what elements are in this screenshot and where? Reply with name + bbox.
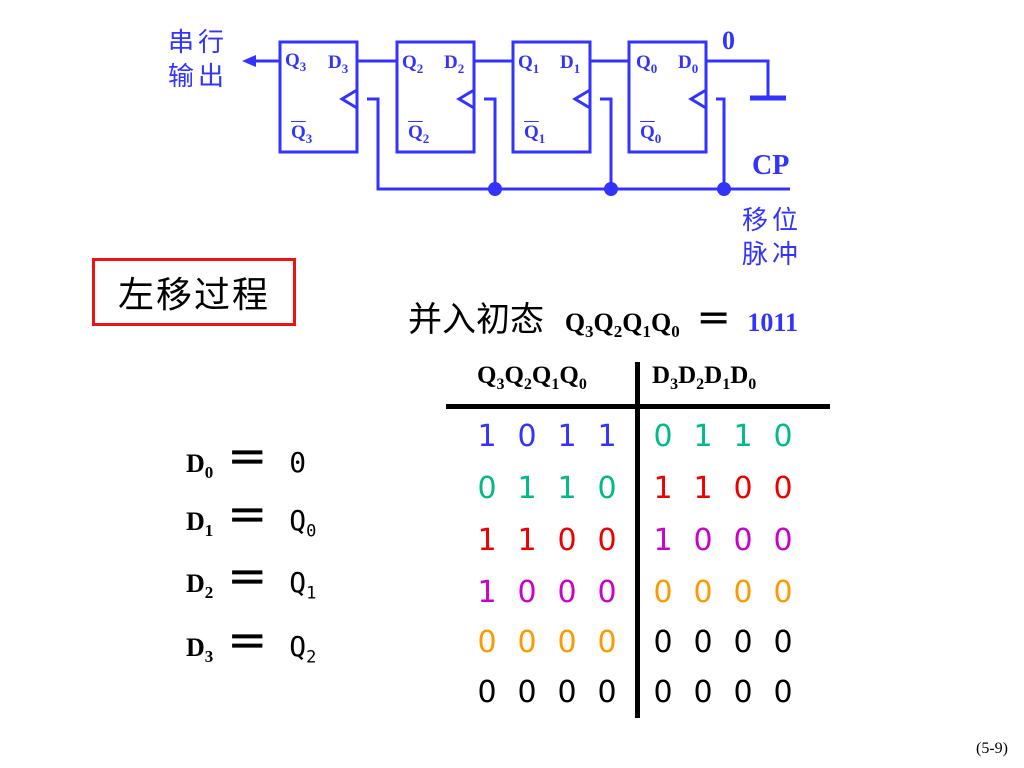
- pin-q2-bar: Q2: [408, 122, 430, 146]
- table-cell-d: 0: [773, 675, 793, 710]
- serial-output-arrow: [242, 55, 256, 67]
- table-cell-q: 0: [517, 675, 537, 710]
- pin-q3: Q3: [285, 50, 307, 74]
- table-cell-d: 0: [693, 625, 713, 660]
- table-cell-q: 1: [477, 523, 497, 558]
- heading-equals: ＝: [696, 302, 731, 339]
- table-cell-d: 0: [773, 625, 793, 660]
- table-cell-q: 0: [517, 575, 537, 610]
- table-cell-d: 0: [733, 575, 753, 610]
- zero-input-label: 0: [722, 26, 735, 55]
- table-cell-q: 1: [557, 471, 577, 506]
- pin-d2: D2: [444, 52, 465, 76]
- table-cell-d: 1: [693, 419, 713, 454]
- table-cell-q: 0: [597, 471, 617, 506]
- equation-d3: D3＝Q2: [186, 620, 317, 668]
- table-cell-q: 0: [477, 471, 497, 506]
- page-number: (5-9): [976, 740, 1008, 757]
- pin-q3-bar: Q3: [291, 122, 313, 146]
- junction-dot: [604, 182, 618, 196]
- equation-d2: D2＝Q1: [186, 556, 317, 604]
- table-cell-q: 0: [557, 625, 577, 660]
- table-cell-q: 0: [477, 675, 497, 710]
- flip-flop-2: [395, 40, 476, 154]
- shift-pulse-label: 移位 脉冲: [742, 206, 803, 270]
- table-cell-d: 0: [653, 419, 673, 454]
- table-cell-d: 0: [773, 471, 793, 506]
- table-cell-d: 0: [733, 471, 753, 506]
- table-cell-q: 1: [597, 419, 617, 454]
- table-header-d: D3D2D1D0: [652, 362, 757, 393]
- initial-state-heading: 并入初态 Q3Q2Q1Q0 ＝ 1011: [408, 292, 798, 342]
- table-cell-d: 0: [653, 625, 673, 660]
- wire-d0-zero: [706, 59, 770, 97]
- clock-input-3: [339, 88, 358, 110]
- pin-q1-bar: Q1: [524, 122, 546, 146]
- table-cell-q: 1: [517, 471, 537, 506]
- heading-expression: Q3Q2Q1Q0: [564, 308, 680, 342]
- table-cell-d: 0: [653, 675, 673, 710]
- clock-wire-2: [484, 97, 497, 189]
- pin-d3: D3: [328, 52, 349, 76]
- clock-label: CP: [752, 150, 790, 181]
- table-header-q: Q3Q2Q1Q0: [477, 362, 587, 393]
- table-cell-d: 1: [653, 523, 673, 558]
- table-cell-d: 0: [693, 575, 713, 610]
- clock-bus: [367, 97, 724, 191]
- serial-output-label: 串行 输出: [168, 28, 229, 92]
- table-cell-q: 0: [557, 675, 577, 710]
- table-cell-d: 0: [653, 575, 673, 610]
- junction-dot: [717, 182, 731, 196]
- table-cell-d: 0: [733, 675, 753, 710]
- table-cell-d: 1: [693, 471, 713, 506]
- pin-q0-bar: Q0: [640, 122, 662, 146]
- shift-register-circuit: [242, 40, 790, 196]
- table-vertical-rule: [635, 362, 640, 718]
- table-cell-q: 0: [597, 675, 617, 710]
- equation-d1: D1＝Q0: [186, 494, 317, 542]
- flip-flop-0: [627, 40, 708, 154]
- clock-input-1: [572, 88, 591, 110]
- table-cell-q: 0: [477, 625, 497, 660]
- table-cell-q: 0: [517, 625, 537, 660]
- heading-value: 1011: [747, 308, 798, 337]
- junction-dot: [488, 182, 502, 196]
- table-cell-q: 0: [557, 575, 577, 610]
- pin-d1: D1: [560, 52, 581, 76]
- flip-flop-3: [278, 40, 359, 154]
- clock-wire-0: [716, 97, 726, 189]
- table-cell-d: 0: [773, 419, 793, 454]
- table-cell-d: 0: [773, 575, 793, 610]
- table-cell-d: 0: [693, 523, 713, 558]
- table-cell-q: 0: [597, 575, 617, 610]
- table-cell-d: 1: [653, 471, 673, 506]
- table-cell-d: 0: [693, 675, 713, 710]
- table-cell-q: 1: [557, 419, 577, 454]
- heading-text: 并入初态: [408, 300, 544, 340]
- pin-q1: Q1: [518, 52, 540, 76]
- flip-flop-1: [511, 40, 592, 154]
- clock-wire-1: [600, 97, 613, 189]
- pin-q2: Q2: [402, 52, 424, 76]
- table-cell-q: 0: [597, 523, 617, 558]
- equation-d0: D0＝0: [186, 436, 307, 483]
- process-title: 左移过程: [92, 258, 296, 326]
- table-cell-d: 0: [733, 625, 753, 660]
- pin-d0: D0: [678, 52, 699, 76]
- table-cell-q: 0: [557, 523, 577, 558]
- table-cell-q: 1: [477, 575, 497, 610]
- table-cell-q: 1: [517, 523, 537, 558]
- pin-q0: Q0: [636, 52, 658, 76]
- table-cell-d: 0: [733, 523, 753, 558]
- clock-input-2: [456, 88, 475, 110]
- table-cell-q: 1: [477, 419, 497, 454]
- table-cell-d: 0: [773, 523, 793, 558]
- table-cell-q: 0: [517, 419, 537, 454]
- table-cell-q: 0: [597, 625, 617, 660]
- clock-input-0: [688, 88, 707, 110]
- table-cell-d: 1: [733, 419, 753, 454]
